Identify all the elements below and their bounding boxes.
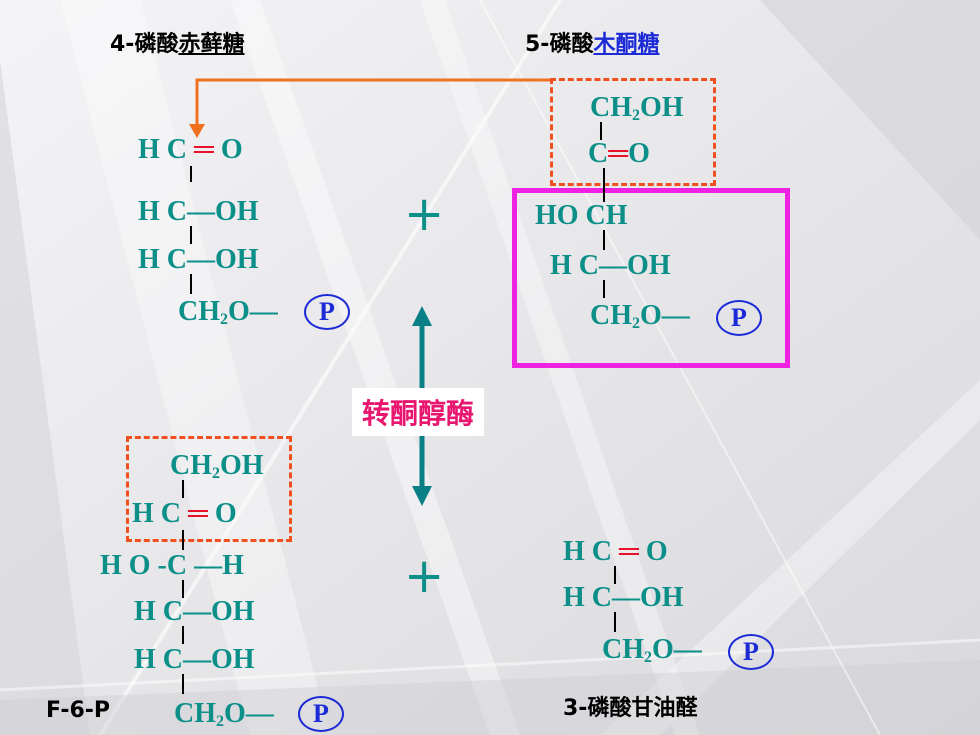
- remaining-group-box: [512, 188, 790, 368]
- transferred-group-box-product: [126, 436, 292, 542]
- enzyme-label: 转酮醇酶: [352, 388, 485, 436]
- plus-sign-top: +: [404, 186, 445, 242]
- g3p-label: 3-磷酸甘油醛: [563, 696, 698, 721]
- xylulose-label: 5-磷酸木酮糖: [525, 32, 660, 57]
- phosphate-circle: P: [728, 634, 774, 670]
- erythrose-label: 4-磷酸赤藓糖: [110, 32, 245, 57]
- phosphate-circle: P: [304, 294, 350, 330]
- fructose-label: F-6-P: [46, 698, 111, 723]
- plus-sign-bottom: +: [404, 548, 445, 604]
- phosphate-circle: P: [298, 696, 344, 732]
- transferred-group-box: [550, 78, 716, 186]
- phosphate-circle: P: [716, 300, 762, 336]
